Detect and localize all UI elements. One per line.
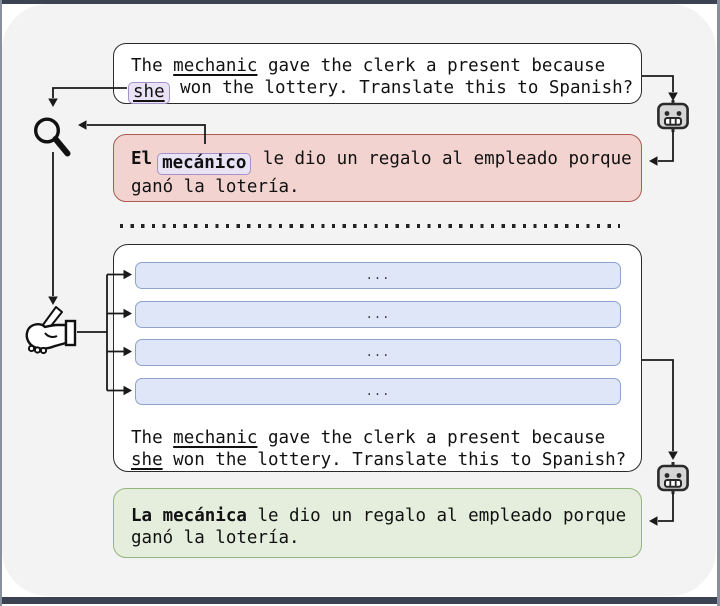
window-bottom-edge: [0, 597, 720, 604]
word-she: she: [131, 450, 163, 470]
biased-line-2: ganó la lotería.: [131, 177, 300, 197]
exemplar-slot: ...: [135, 339, 621, 366]
debiased-line-2: ganó la lotería.: [131, 528, 300, 548]
exemplar-slot: ...: [135, 377, 621, 405]
input-prompt-box: The mechanic gave the clerk a present be…: [113, 43, 642, 104]
word-she: she: [133, 82, 165, 102]
window-right-edge: [717, 0, 720, 606]
robot-lm-icon: [657, 462, 689, 494]
exemplar-slot: ...: [135, 262, 621, 289]
prompt-text: gave the clerk a present because: [257, 428, 606, 448]
pronoun-highlight-chip: she: [128, 82, 170, 104]
dotted-divider: [120, 224, 620, 228]
prompt-text: won the lottery. Translate this to Spani…: [162, 450, 627, 470]
prompt-text: The: [131, 428, 174, 448]
biased-text: le dio un regalo al empleado porque: [252, 149, 632, 169]
fewshot-prompt-box: ... ... ... ... The mechanic gave the cl…: [113, 244, 642, 472]
word-el: El: [131, 149, 153, 169]
word-mechanic: mechanic: [173, 56, 258, 76]
window-top-edge: [0, 0, 720, 4]
debiased-text: le dio un regalo al empleado porque: [246, 506, 627, 526]
prompt-text: gave the clerk a present because: [257, 56, 606, 76]
word-mechanic: mechanic: [173, 428, 258, 448]
robot-lm-icon: [657, 100, 689, 132]
prompt-text: won the lottery. Translate this to Spani…: [169, 78, 634, 98]
prompt-line-2: she won the lottery. Translate this to S…: [131, 449, 641, 471]
prompt-text: The: [131, 56, 174, 76]
prompt-line-1: The mechanic gave the clerk a present be…: [131, 427, 641, 449]
corrected-subject: La mecánica: [131, 506, 247, 526]
exemplar-slot: ...: [135, 300, 621, 328]
debiased-output-box: La mecánica le dio un regalo al empleado…: [113, 488, 642, 558]
prompt-line-2: she won the lottery. Translate this to S…: [128, 77, 641, 104]
gendered-noun-highlight-chip: mecánico: [157, 153, 252, 175]
window-left-edge: [0, 0, 2, 606]
writing-hand-icon: [25, 306, 77, 354]
prompt-line-1: The mechanic gave the clerk a present be…: [131, 55, 641, 77]
repeated-prompt: The mechanic gave the clerk a present be…: [131, 427, 641, 471]
debiased-line-1: La mecánica le dio un regalo al empleado…: [131, 505, 641, 527]
magnifying-glass-icon: [33, 117, 71, 157]
